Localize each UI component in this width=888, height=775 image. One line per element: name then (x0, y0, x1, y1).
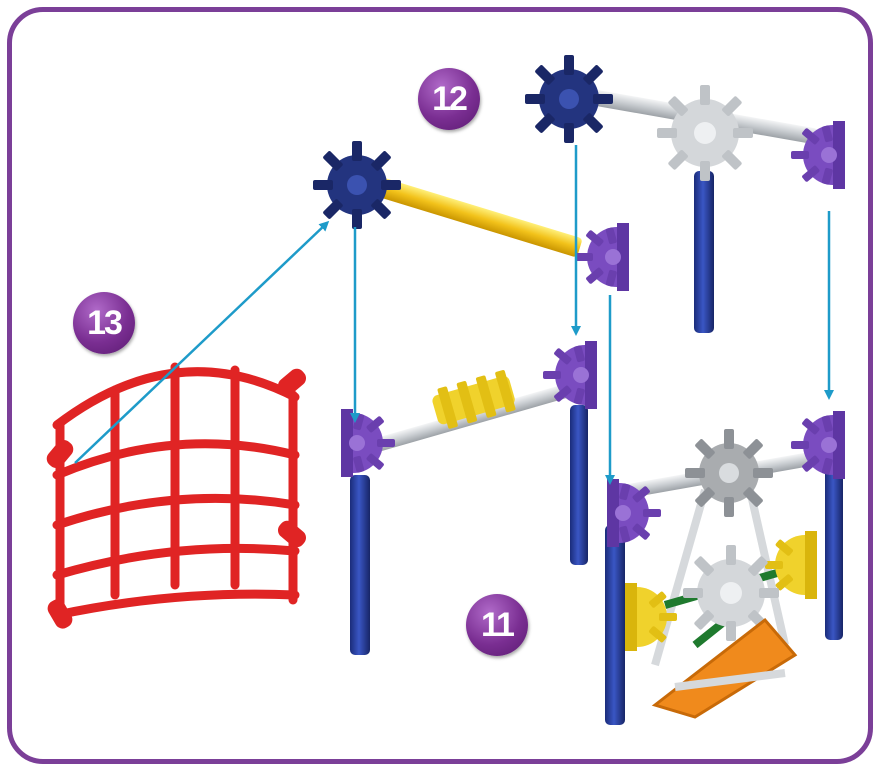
purple-connector-icon (341, 409, 395, 477)
navy-connector-icon (313, 141, 401, 229)
grey-connector-icon (657, 85, 753, 181)
blue-rod-icon (570, 405, 588, 565)
step-11-badge: 11 (466, 594, 528, 656)
yellow-connector-icon (625, 583, 677, 651)
blue-rod-icon (825, 460, 843, 640)
bottom-right-assembly (605, 411, 845, 725)
top-right-assembly (525, 55, 845, 333)
blue-rod-icon (350, 475, 370, 655)
grey-connector-icon (685, 429, 773, 517)
instruction-frame: 12 13 11 (7, 7, 873, 764)
assembly-arrows (75, 145, 829, 482)
middle-frame-assembly (341, 341, 597, 655)
step-13-badge: 13 (73, 292, 135, 354)
navy-connector-icon (525, 55, 613, 143)
top-middle-assembly (313, 141, 629, 291)
purple-connector-icon (575, 223, 629, 291)
blue-rod-icon (605, 525, 625, 725)
purple-connector-icon (791, 411, 845, 479)
red-grille-icon (43, 365, 309, 631)
orange-connector-icon (655, 620, 795, 717)
step-12-badge: 12 (418, 68, 480, 130)
blue-rod-icon (694, 171, 714, 333)
